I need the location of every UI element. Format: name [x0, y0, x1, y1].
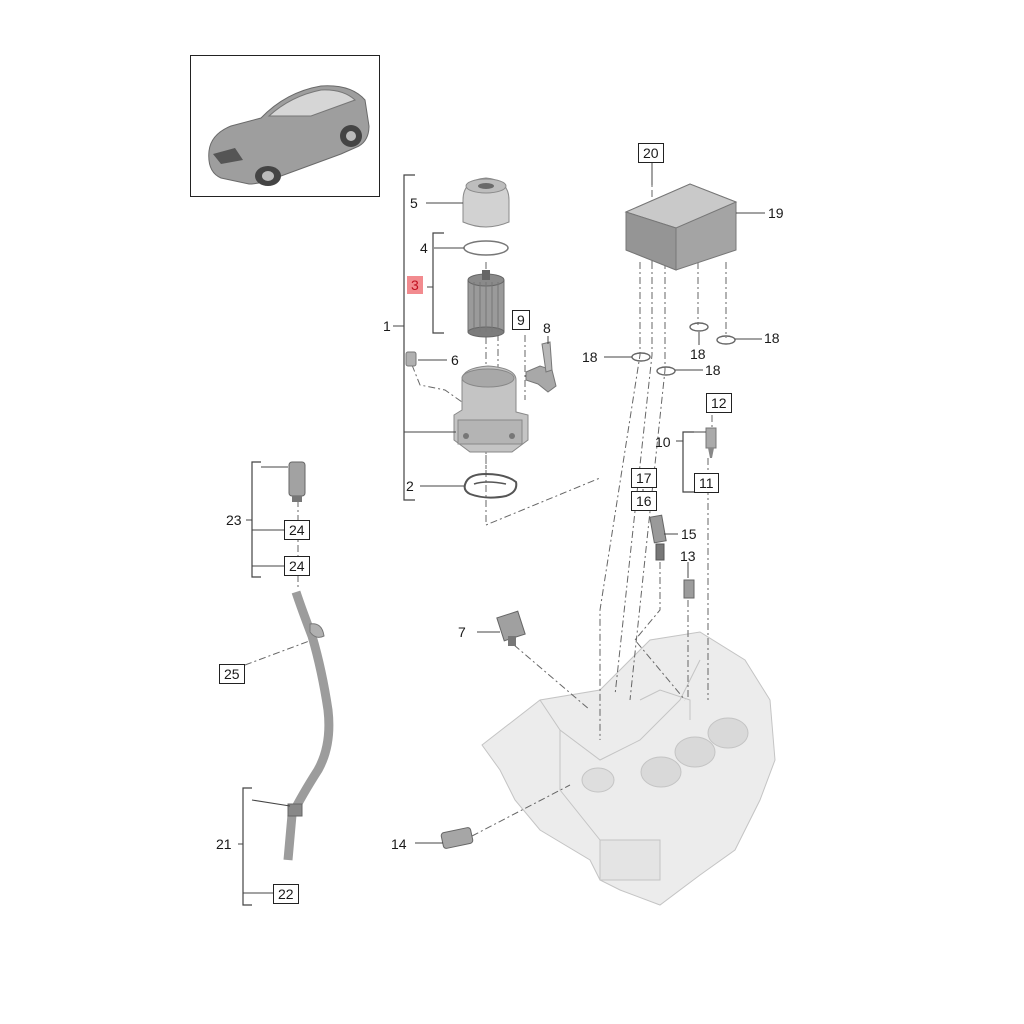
- callout-18-middle[interactable]: 18: [690, 346, 706, 362]
- o-ring-image: [463, 240, 509, 256]
- oil-filter-element-image: [467, 270, 505, 338]
- callout-24-lower[interactable]: 24: [284, 556, 310, 576]
- callout-16[interactable]: 16: [631, 491, 657, 511]
- callout-11[interactable]: 11: [694, 473, 719, 493]
- callout-2[interactable]: 2: [406, 478, 414, 494]
- sensor-13-image: [683, 579, 695, 599]
- callout-7[interactable]: 7: [458, 624, 466, 640]
- callout-10[interactable]: 10: [655, 434, 671, 450]
- gasket-image: [463, 472, 518, 499]
- callout-24-upper[interactable]: 24: [284, 520, 310, 540]
- callout-1[interactable]: 1: [383, 318, 391, 334]
- oil-filter-cap-image: [462, 177, 510, 228]
- car-icon: [208, 85, 370, 186]
- callout-5[interactable]: 5: [410, 195, 418, 211]
- sensor-10-image: [705, 427, 717, 458]
- sensor-6-image: [405, 351, 417, 367]
- bracket-3: [427, 232, 444, 334]
- bracket-8-image: [525, 341, 557, 393]
- oil-cooler-image: [624, 183, 738, 271]
- callout-12[interactable]: 12: [706, 393, 732, 413]
- callout-17[interactable]: 17: [631, 468, 657, 488]
- callout-8[interactable]: 8: [543, 320, 551, 336]
- callout-20[interactable]: 20: [638, 143, 664, 163]
- bracket-21: [238, 787, 291, 906]
- callout-18-right[interactable]: 18: [764, 330, 780, 346]
- callout-4[interactable]: 4: [420, 240, 428, 256]
- callout-19[interactable]: 19: [768, 205, 784, 221]
- callout-6[interactable]: 6: [451, 352, 459, 368]
- sensor-14-image: [440, 827, 474, 849]
- callout-23[interactable]: 23: [226, 512, 242, 528]
- leader-lines: [415, 162, 765, 844]
- callout-14[interactable]: 14: [391, 836, 407, 852]
- callout-22[interactable]: 22: [273, 884, 299, 904]
- dipstick-guide-tube-image: [283, 590, 334, 861]
- callout-18-left[interactable]: 18: [582, 349, 598, 365]
- callout-9[interactable]: 9: [512, 310, 530, 330]
- callout-21[interactable]: 21: [216, 836, 232, 852]
- engine-block-image: [481, 631, 776, 906]
- callout-18-lower[interactable]: 18: [705, 362, 721, 378]
- sensor-15-image: [649, 514, 667, 561]
- bracket-23: [246, 461, 288, 578]
- seal-rings-image: [631, 322, 736, 376]
- sensor-7-image: [496, 610, 526, 646]
- bracket-1: [393, 174, 456, 501]
- dipstick-sensor-image: [288, 461, 306, 502]
- oil-filter-housing-image: [453, 365, 529, 453]
- callout-25[interactable]: 25: [219, 664, 245, 684]
- vehicle-thumbnail: [190, 55, 380, 197]
- callout-15[interactable]: 15: [681, 526, 697, 542]
- callout-3[interactable]: 3: [407, 276, 423, 294]
- bracket-10: [676, 431, 706, 493]
- callout-13[interactable]: 13: [680, 548, 696, 564]
